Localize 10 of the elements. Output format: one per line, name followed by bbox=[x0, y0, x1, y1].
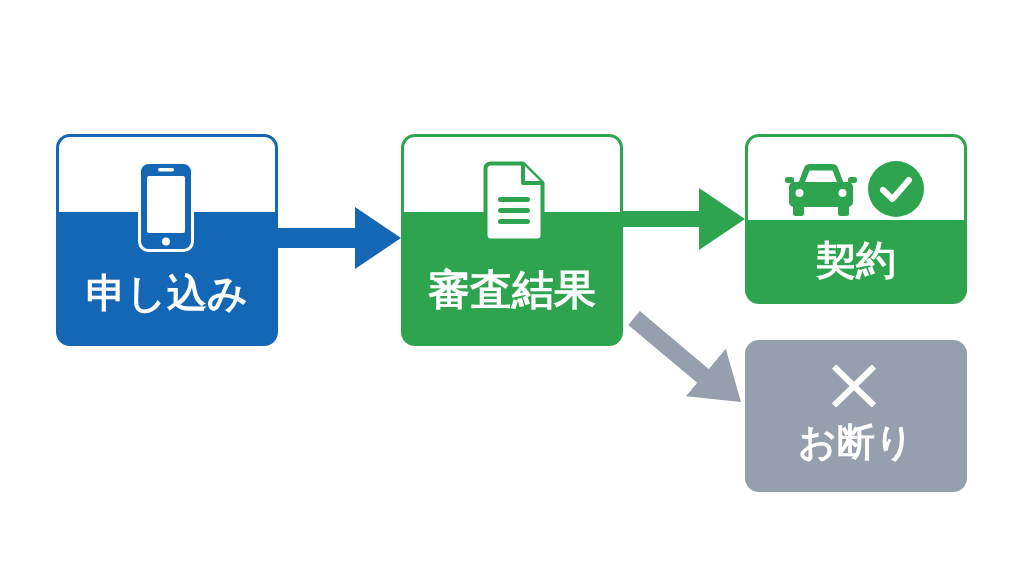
step-box bbox=[745, 134, 967, 304]
step-label: お断り bbox=[798, 420, 914, 466]
step-box bbox=[745, 340, 967, 492]
step-label: 審査結果 bbox=[428, 265, 596, 316]
step-box bbox=[401, 134, 623, 346]
step-label: 契約 bbox=[816, 236, 896, 284]
step-box bbox=[56, 134, 278, 346]
arrow bbox=[623, 188, 745, 250]
step-label: 申し込み bbox=[86, 269, 248, 317]
arrow bbox=[278, 207, 401, 269]
